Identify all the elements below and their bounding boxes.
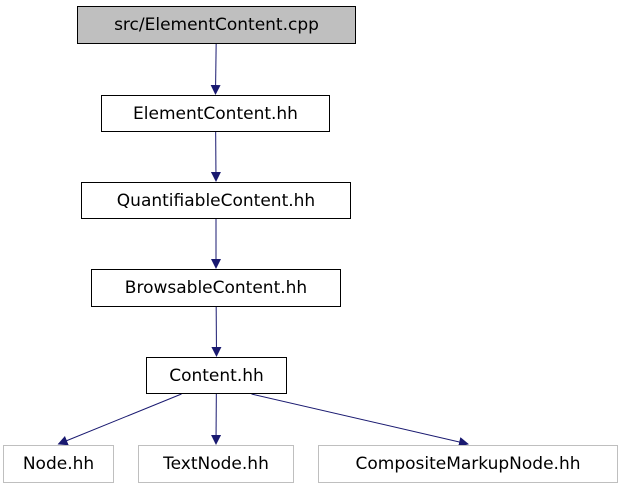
edge-content-to-node bbox=[57, 393, 182, 446]
edge-root-to-element_content bbox=[210, 43, 221, 95]
node-content-hh[interactable]: Content.hh bbox=[146, 357, 287, 394]
node-src-elementcontent-cpp[interactable]: src/ElementContent.cpp bbox=[77, 6, 356, 44]
node-node-hh: Node.hh bbox=[3, 445, 114, 483]
node-compositemarkupnode-hh: CompositeMarkupNode.hh bbox=[318, 445, 618, 483]
edge-content-to-composite_markup_node bbox=[251, 393, 469, 447]
node-textnode-hh: TextNode.hh bbox=[138, 445, 294, 483]
edges bbox=[57, 43, 469, 447]
node-quantifiablecontent-hh[interactable]: QuantifiableContent.hh bbox=[81, 182, 351, 219]
node-browsablecontent-hh[interactable]: BrowsableContent.hh bbox=[91, 269, 341, 307]
node-elementcontent-hh[interactable]: ElementContent.hh bbox=[101, 95, 330, 132]
